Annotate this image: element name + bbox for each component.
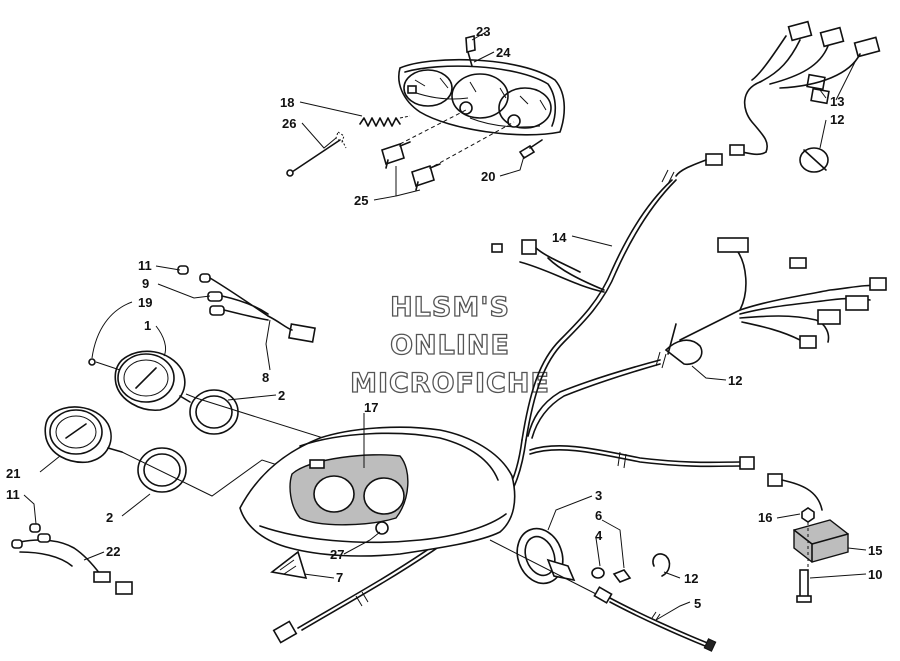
headlight-bulb[interactable] (518, 139, 543, 160)
callout-23: 23 (476, 24, 490, 39)
gauge-harness-lower[interactable] (11, 523, 133, 595)
callout-labels: 23 24 18 26 25 20 13 12 14 11 9 19 1 8 2… (6, 24, 882, 611)
headlight-harness-connectors[interactable] (675, 20, 881, 177)
adjusting-screw[interactable] (286, 131, 347, 177)
dash-panel[interactable] (239, 426, 516, 557)
callout-24: 24 (496, 45, 511, 60)
callout-11-upper: 11 (138, 258, 152, 273)
callout-5: 5 (694, 596, 701, 611)
callout-10: 10 (868, 567, 882, 582)
callout-27: 27 (330, 547, 344, 562)
callout-3: 3 (595, 488, 602, 503)
voltage-regulator[interactable] (793, 519, 849, 563)
washer[interactable] (591, 567, 605, 579)
bulb-socket-lower[interactable] (411, 163, 441, 191)
speedometer-cable[interactable] (593, 586, 717, 652)
tachometer[interactable] (44, 406, 123, 463)
callout-4: 4 (595, 528, 603, 543)
callout-1: 1 (144, 318, 151, 333)
callout-22: 22 (106, 544, 120, 559)
headlight-assembly[interactable] (398, 58, 566, 136)
watermark: HLSM'S ONLINE MICROFICHE (349, 291, 550, 399)
watermark-line-1: HLSM'S (390, 292, 510, 323)
callout-13: 13 (830, 94, 844, 109)
watermark-line-3: MICROFICHE (350, 368, 550, 399)
callout-25: 25 (354, 193, 368, 208)
callout-12-upper: 12 (830, 112, 844, 127)
callout-17: 17 (364, 400, 378, 415)
gauge-bezel-lower[interactable] (137, 447, 187, 493)
callout-12-middle: 12 (728, 373, 742, 388)
callout-2-upper: 2 (278, 388, 285, 403)
wire-clip-lower[interactable] (652, 553, 671, 577)
callout-6: 6 (595, 508, 602, 523)
callout-12-lower: 12 (684, 571, 698, 586)
callout-20: 20 (481, 169, 495, 184)
regulator-bolt[interactable] (796, 569, 812, 603)
callout-9: 9 (142, 276, 149, 291)
gauge-bulb-19[interactable] (88, 358, 96, 366)
speedometer[interactable] (114, 350, 191, 411)
callout-26: 26 (282, 116, 296, 131)
main-wiring-harness[interactable] (272, 169, 823, 644)
wire-clip-upper[interactable] (799, 147, 829, 173)
callout-21: 21 (6, 466, 20, 481)
adjusting-spring[interactable] (359, 115, 411, 127)
callout-15: 15 (868, 543, 882, 558)
nut[interactable] (612, 569, 632, 583)
regulator-nut[interactable] (801, 507, 815, 523)
bulb-socket-upper[interactable] (381, 141, 411, 169)
speedometer-drive[interactable] (510, 522, 576, 590)
callout-14: 14 (552, 230, 567, 245)
warning-decal[interactable] (270, 550, 308, 580)
callout-19: 19 (138, 295, 152, 310)
callout-7: 7 (336, 570, 343, 585)
callout-2-lower: 2 (106, 510, 113, 525)
callout-18: 18 (280, 95, 294, 110)
callout-leaders (23, 31, 867, 621)
gauge-bezel-upper[interactable] (189, 389, 239, 435)
dash-harness-connectors[interactable] (664, 237, 887, 366)
callout-16: 16 (758, 510, 772, 525)
gauge-harness-upper[interactable] (177, 265, 316, 343)
callout-8: 8 (262, 370, 269, 385)
callout-11-lower: 11 (6, 487, 20, 502)
watermark-line-2: ONLINE (390, 330, 510, 361)
